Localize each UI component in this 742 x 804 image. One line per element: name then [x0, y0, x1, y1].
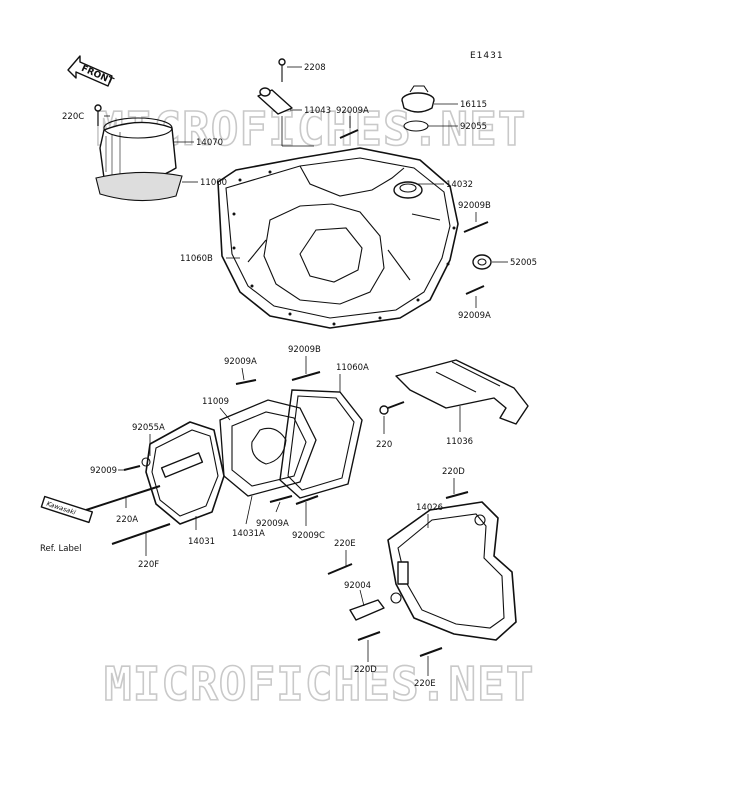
callout-11060: 11060	[200, 178, 227, 188]
bolt-92009a-mid-part	[235, 379, 257, 385]
callout-92009b-right: 92009B	[458, 201, 491, 211]
leader-lines-top	[104, 66, 508, 308]
callout-220d-top: 220D	[442, 467, 465, 477]
callout-labels: 2208 220C 11043 92009A 16115 92055 14070…	[40, 63, 537, 689]
callout-220d-bottom: 220D	[354, 665, 377, 675]
generator-cover-part	[145, 421, 225, 525]
callout-14031: 14031	[188, 537, 215, 547]
leader-lines-bottom	[345, 478, 455, 676]
figure-code: E1431	[470, 51, 504, 61]
bolt-220e-left-part	[327, 563, 353, 575]
gasket-11060b-part	[232, 170, 456, 326]
bolt-220f-part	[111, 523, 171, 545]
bolt-92009a-bottom-part	[269, 495, 293, 503]
callout-220f: 220F	[138, 560, 159, 570]
gasket-part	[95, 171, 183, 202]
callout-14070: 14070	[196, 138, 223, 148]
callout-92009: 92009	[90, 466, 117, 476]
callout-14032: 14032	[446, 180, 473, 190]
crankcase-cover-part	[217, 147, 459, 329]
callout-ref-label: Ref. Label	[40, 544, 81, 554]
callout-92009a-right: 92009A	[458, 311, 491, 321]
bolt-92009a-top-part	[339, 129, 359, 139]
callout-92009a-bottom: 92009A	[256, 519, 289, 529]
bolt-92009b-right-part	[463, 221, 489, 233]
bolt-92004-part	[349, 592, 402, 621]
callout-11043: 11043	[304, 106, 331, 116]
bolt-2208-part	[278, 58, 286, 82]
screw-220c-part	[94, 104, 102, 126]
bolt-220a-part	[85, 485, 161, 511]
oil-filler-cap-part	[401, 85, 435, 113]
callout-92055: 92055	[460, 122, 487, 132]
callout-11009: 11009	[202, 397, 229, 407]
bolt-220-part	[379, 401, 405, 415]
bracket-11043-part	[257, 87, 293, 115]
sprocket-cover-part	[387, 501, 517, 641]
callout-220e-right: 220E	[414, 679, 436, 689]
kawasaki-emblem-part: Kawasaki	[40, 495, 94, 524]
callout-92009b-mid: 92009B	[288, 345, 321, 355]
plug-52005-part	[472, 254, 492, 270]
bolt-92009c-part	[295, 495, 319, 505]
bolt-220d-bottom-part	[357, 631, 381, 641]
callout-14026: 14026	[416, 503, 443, 513]
callout-220e-left: 220E	[334, 539, 356, 549]
callout-92004: 92004	[344, 581, 371, 591]
front-arrow-icon: FRONT	[67, 55, 116, 87]
bolt-220e-right-part	[419, 647, 443, 657]
callout-92009c: 92009C	[292, 531, 325, 541]
callout-2208: 2208	[304, 63, 326, 73]
bolt-92009-part	[123, 465, 141, 471]
bolt-92009b-mid-part	[291, 371, 321, 381]
callout-52005: 52005	[510, 258, 537, 268]
clutch-cover-part	[99, 117, 177, 183]
leader-lines-middle	[118, 356, 461, 556]
callout-11060b: 11060B	[180, 254, 213, 264]
callout-92055a: 92055A	[132, 423, 165, 433]
watermark-bottom: MICROFICHES.NET	[104, 657, 534, 711]
callout-220c: 220C	[62, 112, 84, 122]
callout-92009a-mid: 92009A	[224, 357, 257, 367]
callout-11060a: 11060A	[336, 363, 369, 373]
bolt-220d-top-part	[445, 491, 469, 499]
callout-220a: 220A	[116, 515, 138, 525]
callout-14031a: 14031A	[232, 529, 265, 539]
bolt-92009a-right-part	[465, 285, 485, 295]
o-ring-92055a-part	[141, 457, 151, 467]
callout-16115: 16115	[460, 100, 487, 110]
callout-92009a-top: 92009A	[336, 106, 369, 116]
chain-guard-part	[395, 359, 529, 425]
callout-11036: 11036	[446, 437, 473, 447]
callout-220: 220	[376, 440, 392, 450]
gasket-11009-part	[219, 399, 317, 497]
